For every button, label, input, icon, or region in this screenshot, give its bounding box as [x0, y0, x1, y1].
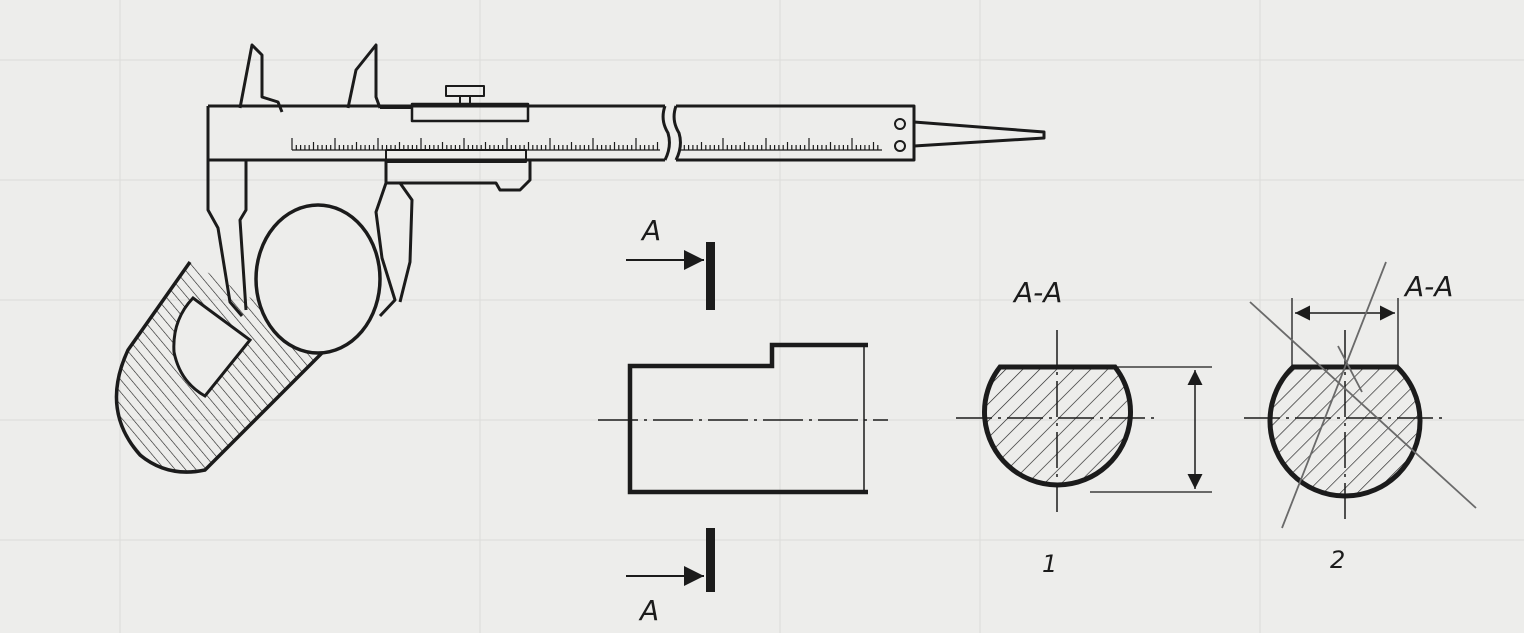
beam-break	[661, 105, 671, 161]
cylinder-section-end	[254, 203, 382, 355]
cylinder-cut-ellipse	[172, 296, 253, 398]
beam-screw-1	[894, 118, 906, 130]
lower-sliding-jaw	[374, 182, 397, 318]
variant-label-1: 1	[1042, 550, 1057, 578]
section-2	[1244, 261, 1477, 529]
section-arrow-label-bottom: A	[638, 594, 659, 627]
section-title-2: A-A	[1403, 270, 1453, 303]
section-2-outline	[1267, 364, 1423, 499]
section-1	[956, 330, 1212, 512]
shaft-view	[598, 242, 888, 592]
extension-scale-ticks	[679, 138, 882, 151]
section-title-1: A-A	[1012, 276, 1062, 309]
slider-body	[384, 160, 532, 192]
upper-fixed-jaw	[238, 43, 284, 113]
beam-screw-2	[894, 140, 906, 152]
beam-continuation	[676, 104, 916, 162]
measured-cylinder	[114, 203, 382, 474]
shaft-outline	[627, 342, 868, 495]
depth-rod	[913, 120, 1046, 148]
thumb-screw	[445, 85, 485, 97]
cutting-plane-top	[706, 242, 715, 310]
upper-sliding-jaw	[346, 43, 382, 109]
cutting-plane-bottom	[706, 528, 715, 592]
main-scale-ticks	[291, 138, 660, 151]
crossed-out-marks	[1249, 261, 1477, 529]
section-1-outline	[982, 364, 1133, 488]
section-arrow-label-top: A	[640, 214, 661, 247]
variant-label-2: 2	[1330, 546, 1345, 574]
